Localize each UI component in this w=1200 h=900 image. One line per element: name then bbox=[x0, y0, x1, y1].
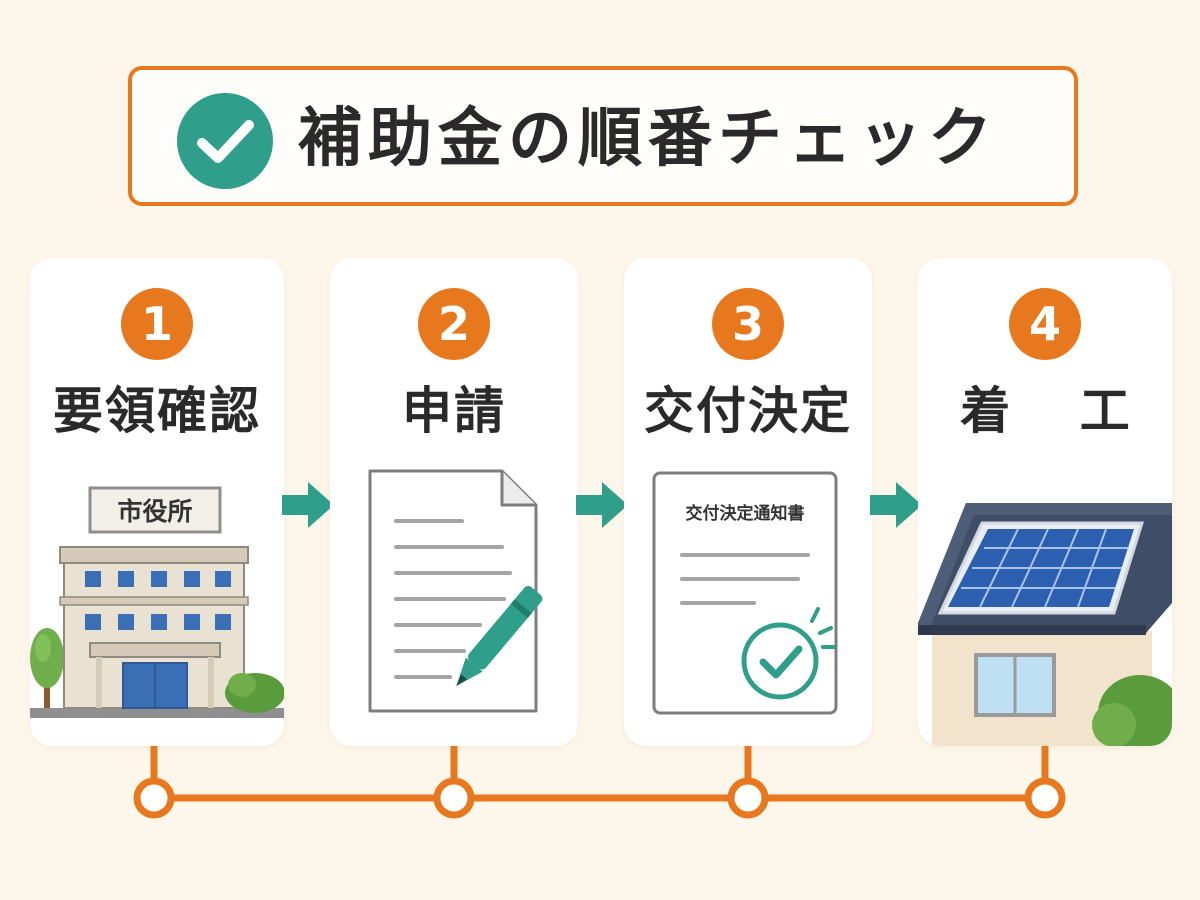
step-card-4: 4 着 工 bbox=[918, 258, 1172, 746]
application-document-icon bbox=[368, 469, 543, 713]
step-card-2: 2 申請 bbox=[330, 258, 578, 746]
step-number-badge: 1 bbox=[121, 288, 193, 360]
step-number-badge: 3 bbox=[712, 288, 784, 360]
title-frame bbox=[128, 66, 1078, 206]
step-label: 交付決定 bbox=[644, 382, 852, 440]
timeline-node-3 bbox=[727, 777, 769, 819]
arrow-right-icon bbox=[282, 482, 334, 528]
city-hall-icon: 市役所 bbox=[30, 486, 284, 718]
arrow-right-icon bbox=[576, 482, 628, 528]
step-card-1: 1 要領確認 市役所 bbox=[30, 258, 284, 746]
notice-document-title: 交付決定通知書 bbox=[686, 503, 805, 524]
solar-house-icon bbox=[918, 503, 1172, 746]
step-number-badge: 4 bbox=[1009, 288, 1081, 360]
approval-notice-icon: 交付決定通知書 bbox=[652, 471, 838, 715]
step-label: 着 工 bbox=[960, 382, 1156, 440]
check-circle-icon bbox=[177, 93, 273, 189]
page-title: 補助金の順番チェック bbox=[298, 102, 998, 176]
step-label: 要領確認 bbox=[53, 382, 261, 440]
progress-timeline bbox=[133, 746, 1066, 819]
city-hall-sign: 市役所 bbox=[117, 497, 192, 526]
timeline-node-2 bbox=[433, 777, 475, 819]
step-label: 申請 bbox=[402, 382, 506, 440]
step-card-3: 3 交付決定 交付決定通知書 bbox=[624, 258, 872, 746]
arrow-right-icon bbox=[870, 482, 922, 528]
timeline-node-1 bbox=[133, 777, 175, 819]
timeline-node-4 bbox=[1024, 777, 1066, 819]
step-number-badge: 2 bbox=[418, 288, 490, 360]
